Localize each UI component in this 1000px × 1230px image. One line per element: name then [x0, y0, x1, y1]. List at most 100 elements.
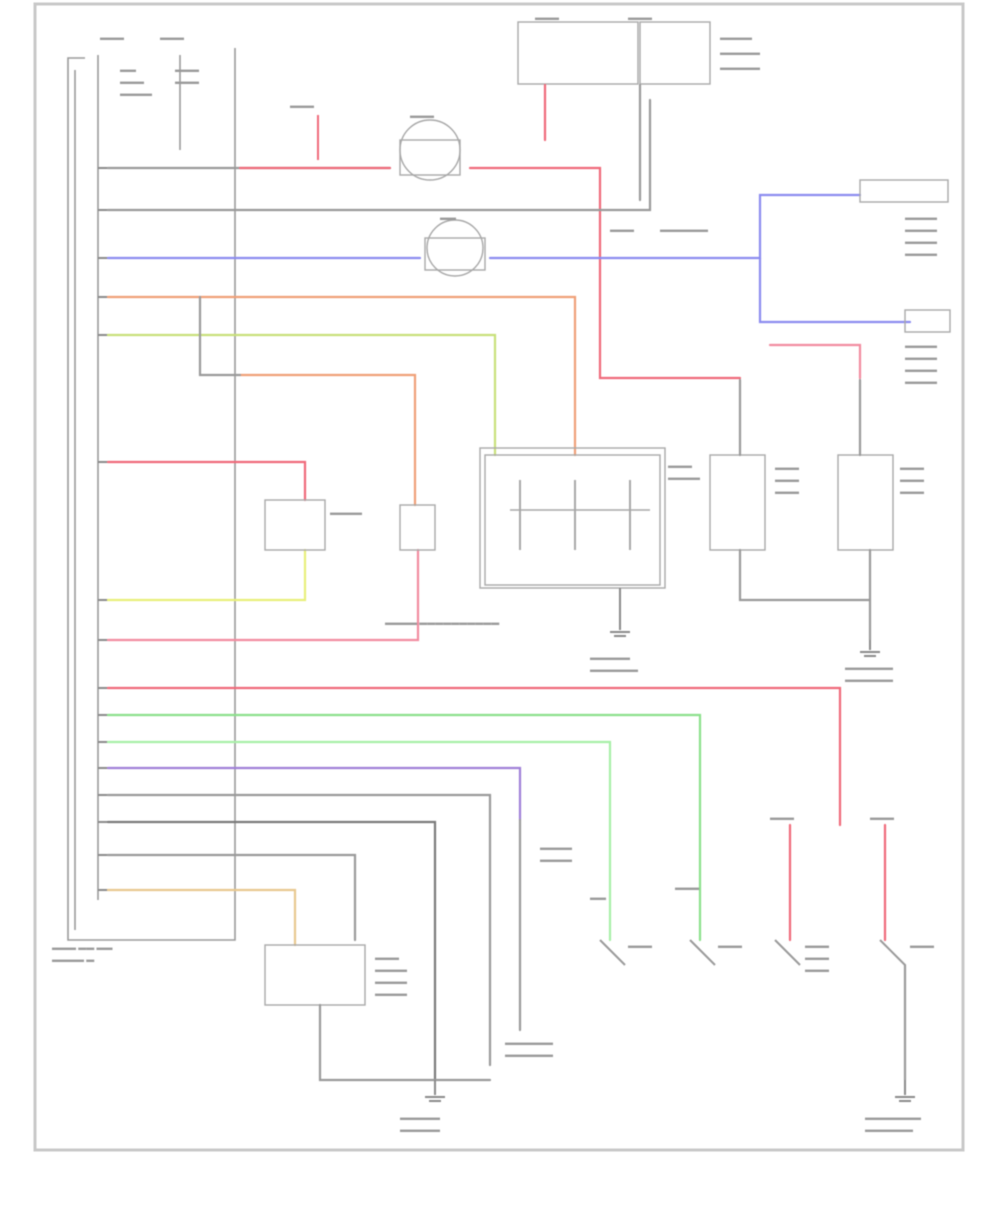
svg-text:▬▬▬: ▬▬▬: [805, 953, 829, 962]
label-sensor: ▬▬▬▬ ▬▬▬▬▬▬▬▬▬▬: [385, 618, 499, 627]
relay-top-2: ▬▬: [424, 213, 486, 277]
svg-text:▬▬: ▬▬: [590, 893, 606, 902]
svg-text:▬▬▬: ▬▬▬: [900, 463, 924, 472]
wire-tan: [106, 888, 297, 947]
module-pins: [98, 167, 108, 891]
svg-text:▬▬▬▬▬: ▬▬▬▬▬: [400, 1113, 440, 1122]
wire-gray-low-1: [106, 793, 492, 1067]
svg-text:▬▬▬▬: ▬▬▬▬: [375, 977, 407, 986]
label-mid-2: ▬▬▬▬▬▬: [660, 225, 708, 234]
connector-right-top: ▬▬▬▬ ▬▬▬▬ ▬▬▬▬ ▬▬▬▬: [859, 179, 949, 258]
switch-bottom-1: ▬▬ ▬▬▬: [590, 893, 652, 966]
diagram-frame: [33, 2, 965, 1152]
svg-text:▬▬▬▬: ▬▬▬▬: [905, 377, 937, 386]
svg-text:▬▬▬: ▬▬▬: [100, 33, 124, 42]
svg-text:▬▬▬: ▬▬▬: [805, 965, 829, 974]
svg-text:▬▬▬▬▬: ▬▬▬▬▬: [720, 48, 760, 57]
fuse-top: ▬▬▬: [290, 101, 319, 160]
svg-text:▬▬▬▬▬: ▬▬▬▬▬: [720, 63, 760, 72]
svg-text:▬▬▬▬▬▬: ▬▬▬▬▬▬: [865, 1125, 913, 1134]
svg-text:▬▬▬: ▬▬▬: [160, 33, 184, 42]
wire-red-mid: [106, 460, 307, 502]
svg-text:▬▬▬: ▬▬▬: [900, 475, 924, 484]
wire-green: [106, 713, 702, 942]
svg-text:▬▬▬▬: ▬▬▬▬: [905, 365, 937, 374]
wire-blue-2: [758, 256, 912, 324]
wire-violet: [106, 766, 522, 822]
wire-orange: [106, 295, 577, 457]
switch-bottom-3: ▬▬▬ ▬▬▬ ▬▬▬ ▬▬▬: [770, 813, 829, 974]
svg-text:▬▬▬: ▬▬▬: [175, 65, 199, 74]
control-module: ▬▬▬ ▬▬ ▬▬ ▬▬▬▬ ▬: [52, 48, 236, 964]
svg-text:▬▬▬: ▬▬▬: [290, 101, 314, 110]
connector-right-mid: ▬▬▬▬ ▬▬▬▬ ▬▬▬▬ ▬▬▬▬: [904, 309, 951, 386]
svg-text:▬▬▬: ▬▬▬: [410, 111, 434, 120]
svg-text:▬▬▬▬: ▬▬▬▬: [905, 341, 937, 350]
svg-text:▬▬▬▬: ▬▬▬▬: [330, 508, 362, 517]
wire-red-top: [238, 166, 742, 380]
ground-bottom-left: ▬▬▬▬▬ ▬▬▬▬▬: [400, 1080, 445, 1134]
svg-text:▬▬▬▬▬▬: ▬▬▬▬▬▬: [845, 663, 893, 672]
wire-gray-drop: [198, 295, 242, 377]
svg-text:▬▬▬▬: ▬▬▬▬: [905, 225, 937, 234]
wire-yellow: [106, 548, 307, 602]
svg-text:▬▬▬ ▬▬ ▬▬: ▬▬▬ ▬▬ ▬▬: [52, 943, 112, 952]
svg-text:▬▬▬: ▬▬▬: [535, 13, 559, 22]
svg-text:▬▬▬▬ ▬: ▬▬▬▬ ▬: [52, 955, 94, 964]
wire-gray-low-2: [106, 853, 357, 942]
ground-bottom-right: ▬▬▬▬▬▬▬ ▬▬▬▬▬▬: [865, 1080, 921, 1134]
svg-text:▬▬▬: ▬▬▬: [628, 13, 652, 22]
svg-text:▬▬▬: ▬▬▬: [910, 941, 934, 950]
svg-text:▬▬▬: ▬▬▬: [675, 883, 699, 892]
wire-black: [106, 820, 437, 1082]
wire-red-long: [106, 686, 842, 827]
svg-text:▬▬▬▬▬▬: ▬▬▬▬▬▬: [845, 675, 893, 684]
svg-text:▬▬▬: ▬▬▬: [900, 487, 924, 496]
wire-gray-top-2: [106, 98, 652, 212]
wire-pink-right: [768, 343, 862, 380]
lamp-unit-2: ▬▬▬ ▬▬▬ ▬▬▬: [837, 378, 924, 642]
sensor-left: ▬▬▬▬: [264, 499, 362, 551]
switch-assembly: ▬▬▬ ▬▬▬▬: [479, 447, 700, 589]
svg-text:▬▬▬▬: ▬▬▬▬: [905, 353, 937, 362]
wire-yellow-green: [106, 333, 497, 457]
svg-text:▬▬▬▬: ▬▬▬▬: [720, 33, 752, 42]
svg-text:▬▬▬▬▬▬: ▬▬▬▬▬▬: [505, 1038, 553, 1047]
svg-text:▬▬▬▬: ▬▬▬▬: [375, 989, 407, 998]
svg-text:▬▬▬: ▬▬▬: [775, 463, 799, 472]
wire-light-green: [106, 740, 612, 942]
svg-text:▬▬▬: ▬▬▬: [175, 77, 199, 86]
svg-text:▬▬▬: ▬▬▬: [775, 487, 799, 496]
svg-text:▬▬▬: ▬▬▬: [628, 941, 652, 950]
switch-violet: ▬▬▬▬ ▬▬▬▬ ▬▬▬▬▬▬ ▬▬▬▬▬▬: [505, 818, 572, 1059]
svg-text:▬▬▬▬: ▬▬▬▬: [540, 855, 572, 864]
svg-text:▬▬▬▬▬▬: ▬▬▬▬▬▬: [590, 665, 638, 674]
svg-text:▬▬▬: ▬▬▬: [718, 941, 742, 950]
svg-text:▬▬▬: ▬▬▬: [120, 77, 144, 86]
svg-text:▬▬▬: ▬▬▬: [775, 475, 799, 484]
wire-blue: [106, 193, 862, 260]
switch-bottom-4: ▬▬▬ ▬▬▬: [870, 813, 934, 1082]
svg-text:▬▬▬▬: ▬▬▬▬: [120, 89, 152, 98]
ground-center: ▬▬▬▬▬ ▬▬▬▬▬▬: [590, 588, 638, 674]
label-mid: ▬▬▬: [610, 225, 634, 234]
svg-text:▬▬▬▬: ▬▬▬▬: [375, 965, 407, 974]
svg-text:▬▬: ▬▬: [440, 213, 456, 222]
relay-box-bottom: ▬▬▬ ▬▬▬▬ ▬▬▬▬ ▬▬▬▬: [264, 944, 492, 1082]
fuse-label-group: ▬▬▬ ▬▬▬ ▬▬ ▬▬▬ ▬▬▬▬ ▬▬▬ ▬▬▬: [100, 33, 199, 98]
lamp-unit-1: ▬▬▬ ▬▬▬ ▬▬▬: [709, 378, 872, 602]
wire-orange-2: [238, 373, 417, 507]
svg-text:▬▬▬▬▬▬: ▬▬▬▬▬▬: [505, 1050, 553, 1059]
relay-top-1: ▬▬▬: [399, 111, 461, 181]
svg-text:▬▬▬▬▬▬▬: ▬▬▬▬▬▬▬: [865, 1113, 921, 1122]
ground-right: ▬▬▬▬▬▬ ▬▬▬▬▬▬: [845, 640, 893, 684]
top-fuse-box: ▬▬▬ ▬▬▬ ▬▬▬▬ ▬▬▬▬▬ ▬▬▬▬▬: [517, 13, 760, 85]
svg-text:▬▬▬▬: ▬▬▬▬: [540, 843, 572, 852]
svg-text:▬▬▬▬: ▬▬▬▬: [905, 249, 937, 258]
svg-text:▬▬: ▬▬: [120, 65, 136, 74]
svg-text:▬▬▬▬: ▬▬▬▬: [668, 473, 700, 482]
svg-text:▬▬▬: ▬▬▬: [870, 813, 894, 822]
sensor-mid: [399, 504, 436, 551]
svg-text:▬▬▬▬▬: ▬▬▬▬▬: [590, 653, 630, 662]
